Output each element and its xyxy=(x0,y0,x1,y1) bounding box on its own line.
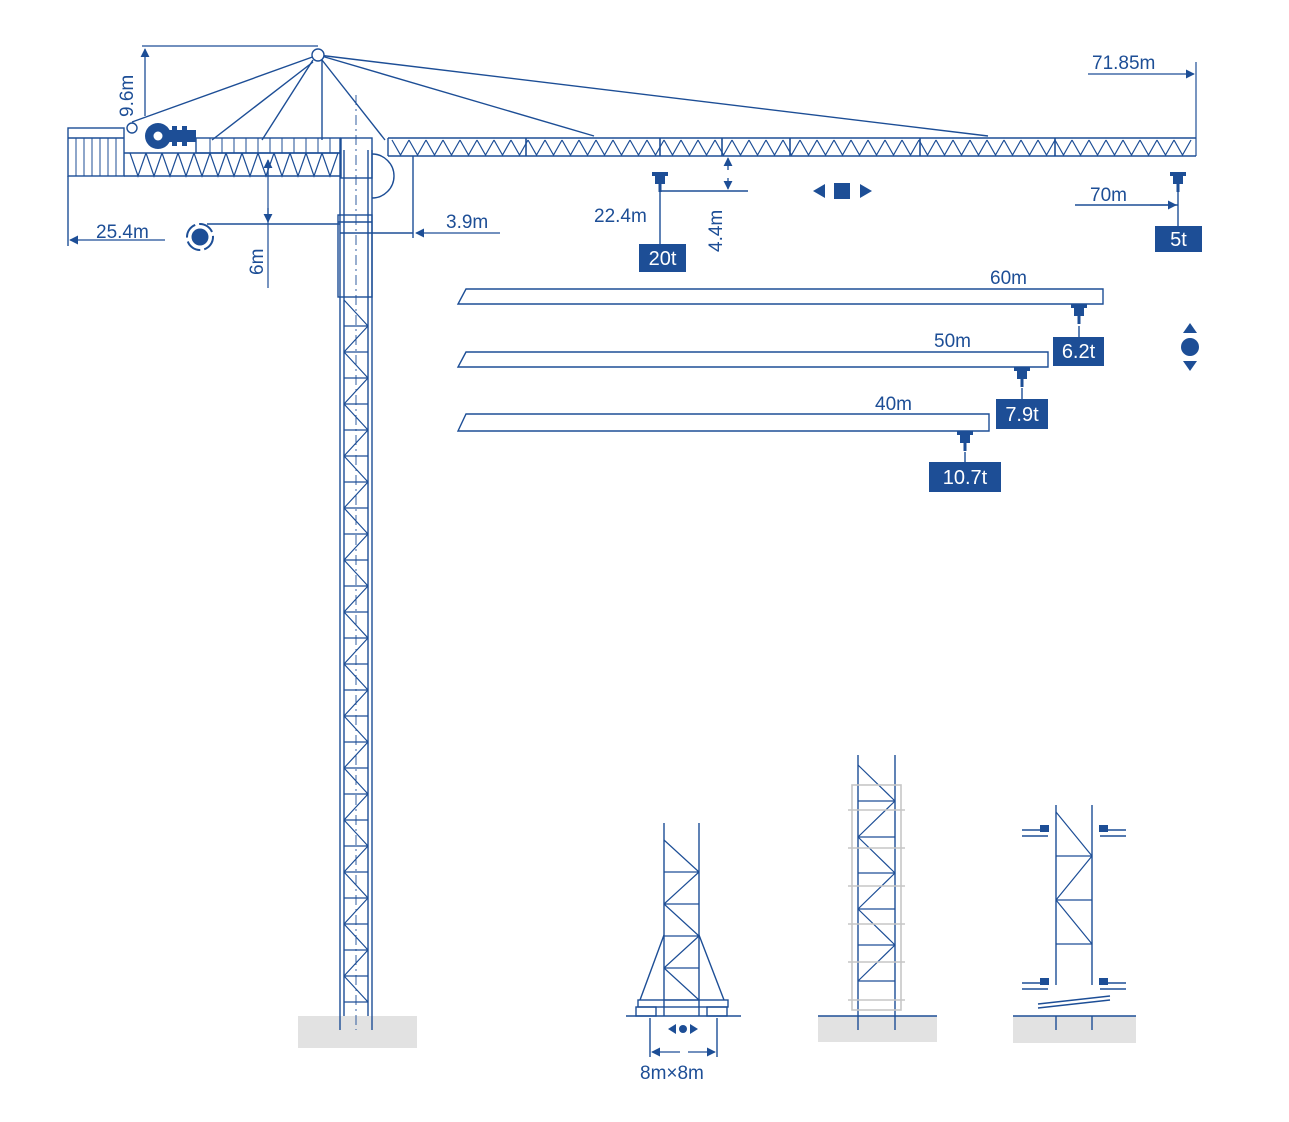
dimension-arrows xyxy=(69,48,1195,1057)
load-badge-10-7t xyxy=(929,462,1001,492)
hook-icon xyxy=(1014,367,1030,387)
load-20t-label: 20t xyxy=(649,248,677,270)
climbing-ground xyxy=(818,1016,937,1042)
load-5t-label: 5t xyxy=(1170,229,1187,251)
max-radius-label: 71.85m xyxy=(1092,53,1155,74)
load-10-7t-label: 10.7t xyxy=(943,467,988,489)
load-badge-5t xyxy=(1155,226,1202,252)
main-ground xyxy=(298,1016,417,1048)
solid-parts xyxy=(145,123,1108,985)
jib-50-length-label: 50m xyxy=(934,331,971,352)
load-badge-20t xyxy=(639,244,686,272)
jib-40-length-label: 40m xyxy=(875,394,912,415)
climbing-frame xyxy=(848,784,905,1011)
hook-icon xyxy=(957,431,973,451)
jib-60-length-label: 60m xyxy=(990,268,1027,289)
load-6-2t-label: 6.2t xyxy=(1062,341,1096,363)
counter-jib-pulley xyxy=(126,122,138,134)
internal-ground xyxy=(1013,1016,1136,1043)
slew-rotation-icon xyxy=(186,223,214,251)
load-badges: 20t 5t 6.2t 7.9t 10.7t xyxy=(639,226,1202,492)
hoist-updown-icon xyxy=(1181,323,1199,371)
hook-icon xyxy=(652,172,668,192)
trolley-travel-icon xyxy=(813,183,872,199)
crane-structure xyxy=(67,45,1197,1057)
jib-depth-label: 6m xyxy=(247,249,268,275)
hook-depth-label: 4.4m xyxy=(706,210,727,252)
apex-pulley xyxy=(311,48,325,62)
base-travel-icon xyxy=(668,1024,698,1034)
load-badge-6-2t xyxy=(1053,337,1104,366)
load-7-9t-label: 7.9t xyxy=(1005,404,1039,426)
dimension-labels: 9.6m 71.85m 25.4m 6m 3.9m 22.4m 4.4m 70m… xyxy=(96,53,1155,1084)
foundation-size-label: 8m×8m xyxy=(640,1063,704,1084)
min-radius-label: 22.4m xyxy=(594,206,647,227)
hook-icon xyxy=(1170,172,1186,192)
tip-height-label: 9.6m xyxy=(117,75,138,117)
tip-load-radius-label: 70m xyxy=(1090,185,1127,206)
load-badge-7-9t xyxy=(996,399,1048,429)
hook-icon xyxy=(1071,304,1087,324)
counter-jib-length-label: 25.4m xyxy=(96,222,149,243)
pivot-offset-label: 3.9m xyxy=(446,212,488,233)
hooks xyxy=(652,172,1186,451)
